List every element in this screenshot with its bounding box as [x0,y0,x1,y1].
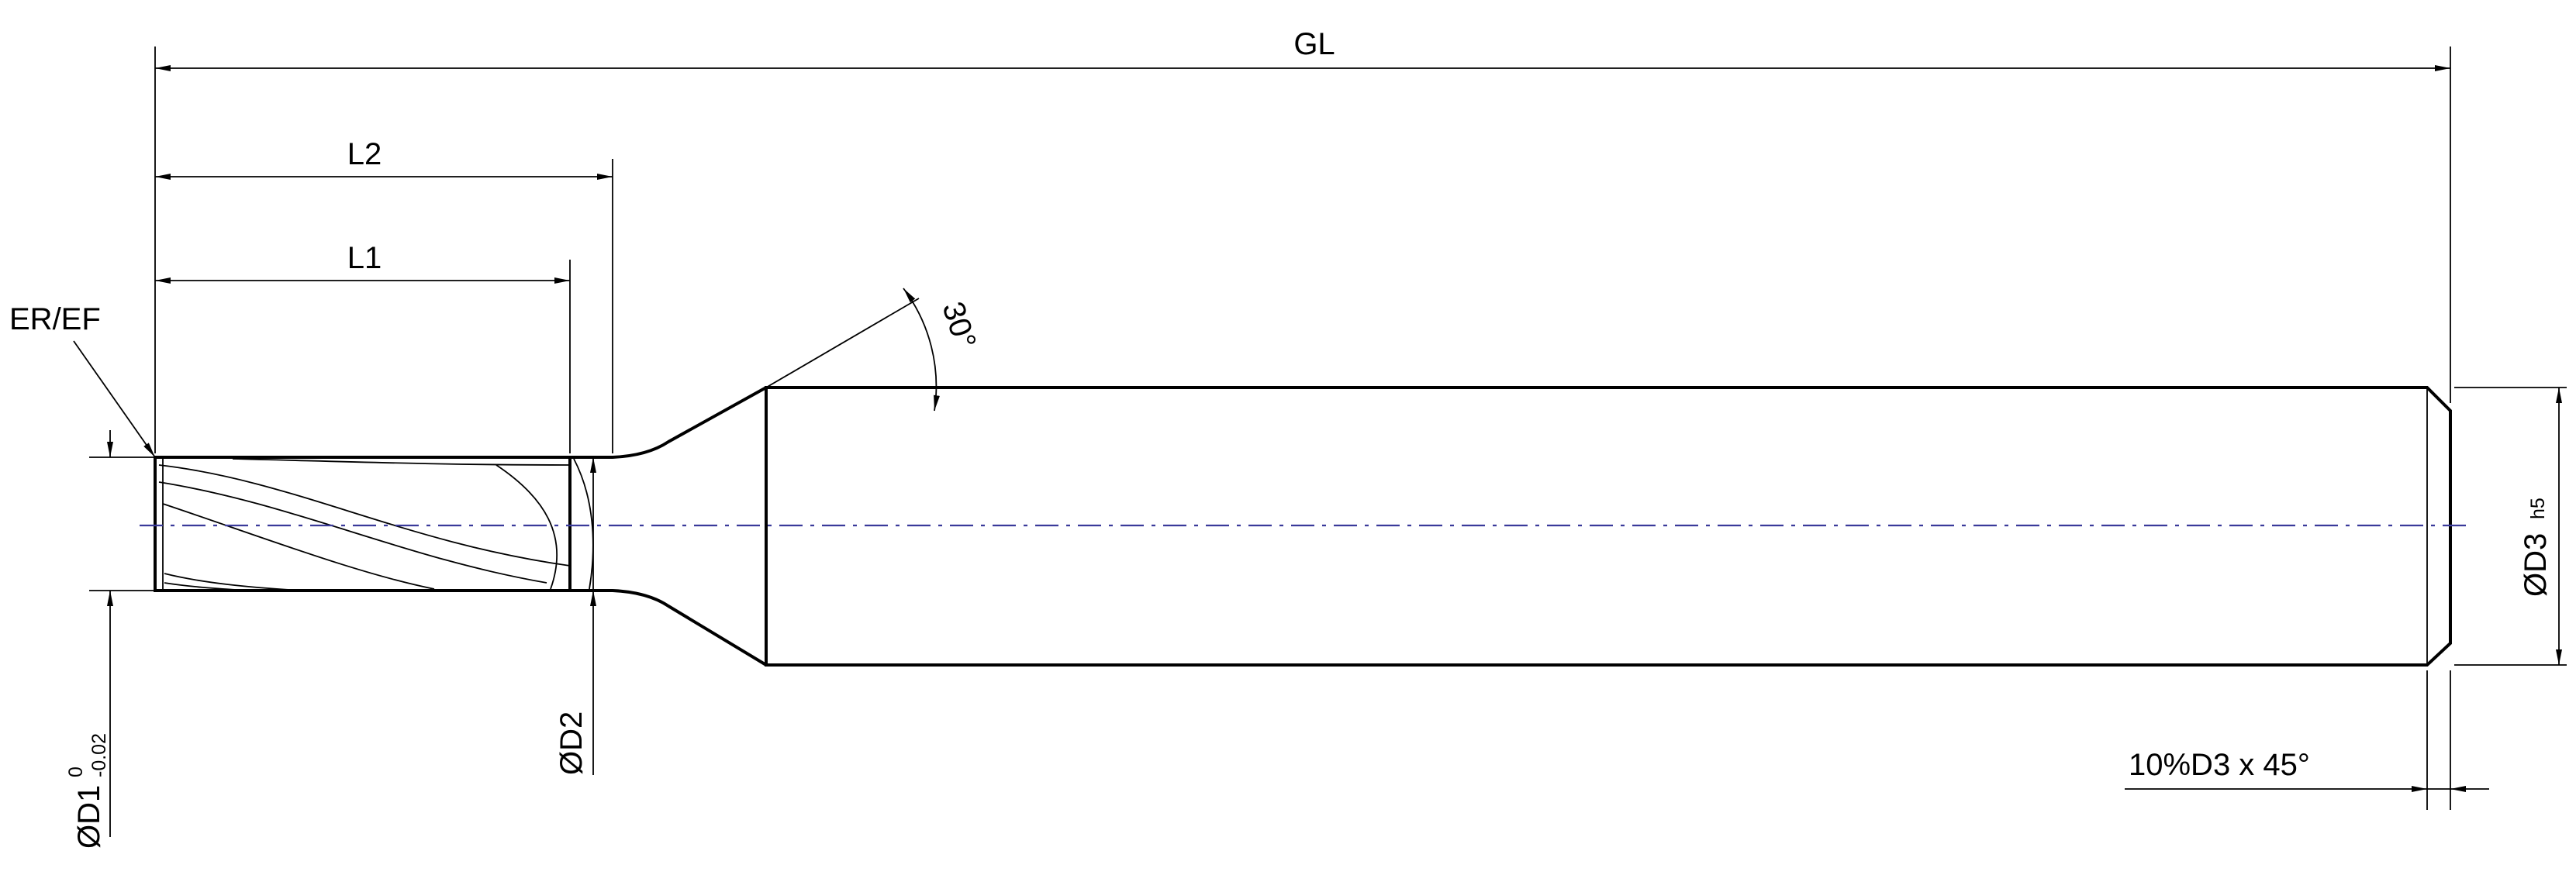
label-er-ef: ER/EF [9,302,101,336]
labels: GL L2 L1 ER/EF 30° ØD1 0 -0.02 ØD2 ØD3 h… [9,27,2553,849]
flute-1 [158,464,571,567]
label-d1-tol-lower: -0.02 [88,733,110,777]
label-d1: ØD1 [72,785,106,849]
label-d2: ØD2 [554,711,589,775]
flute-4 [232,458,571,466]
flute-5 [164,573,303,591]
neck-taper-bottom [570,589,768,667]
tool-outline [154,386,2452,667]
label-angle: 30° [935,298,982,353]
neck-taper-top [570,386,767,459]
flutes [158,458,594,591]
dim-angle-arc [903,288,940,412]
flute-6 [164,582,249,591]
label-d3-tol: h5 [2527,498,2549,519]
label-chamfer: 10%D3 x 45° [2129,748,2310,782]
label-gl: GL [1293,27,1335,61]
label-d3: ØD3 [2519,533,2553,597]
flute-2 [158,481,547,584]
label-d3-group: ØD3 h5 [2519,498,2553,597]
label-l1: L1 [347,241,382,275]
label-d1-group: ØD1 0 -0.02 [65,733,110,849]
flute-7 [496,464,558,590]
flute-8 [573,458,594,590]
leader-er-ef [73,340,156,458]
label-d1-tol-upper: 0 [65,766,87,777]
label-l2: L2 [347,137,382,171]
extension-lines [89,47,2567,810]
flute-3 [162,503,435,590]
dimension-lines [73,65,2562,837]
ext-angle [765,298,920,388]
